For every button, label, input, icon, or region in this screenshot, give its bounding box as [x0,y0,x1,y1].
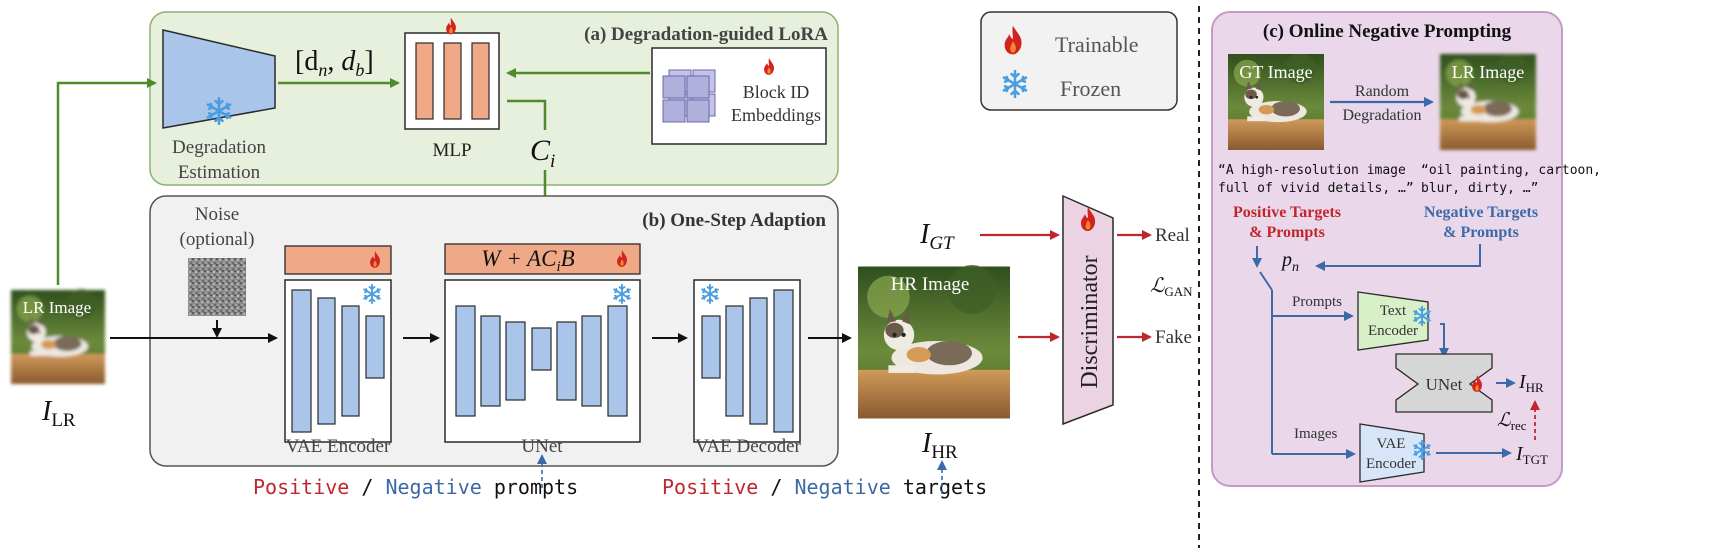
legend-frozen: Frozen [1060,76,1121,101]
targets-caption: Positive / Negative targets [662,475,987,499]
prompts-caption: Positive / Negative prompts [253,475,578,499]
block-id-label-1: Block ID [743,82,810,102]
pn-label: pn [1280,249,1299,275]
adapt-title: (b) One-Step Adaption [642,210,826,231]
pos-quote-1: “A high-resolution image [1218,163,1406,178]
lora-panel: (a) Degradation-guided LoRA Degradation … [149,11,839,186]
ihr-label: IHR [921,428,958,463]
neg-quote-2: blur, dirty, …” [1421,181,1538,196]
degradation-label: Degradation [1342,107,1421,124]
lgan-label: ℒGAN [1150,275,1193,299]
deg-est-label-1: Degradation [172,137,266,158]
vae-decoder-block: VAE Decoder [693,279,802,457]
legend: Trainable Frozen [980,11,1178,111]
arrow-mlp-ci [507,99,547,130]
mlp-block: MLP [404,17,500,161]
prompts-label: Prompts [1292,294,1342,310]
text-encoder-label-2: Encoder [1368,323,1418,339]
onp-vae-encoder-block: VAE Encoder [1359,423,1431,483]
legend-trainable: Trainable [1055,32,1139,57]
onp-lr-image-label: LR Image [1452,62,1524,82]
arrow-text-to-unet [1439,323,1449,358]
discriminator-block: Discriminator [1062,194,1114,426]
deg-est-label-2: Estimation [178,162,261,183]
discriminator-label: Discriminator [1077,255,1103,388]
mlp-label: MLP [432,140,471,161]
arrow-lr-to-deg [56,78,157,285]
switch-lever [1259,271,1273,291]
vae-encoder-block: VAE Encoder [284,245,392,457]
text-encoder-block: Text Encoder [1357,291,1431,351]
fake-label: Fake [1155,327,1192,348]
unet-block: W + ACiB UNet [444,243,641,457]
block-id-embeddings: Block ID Embeddings [651,47,827,145]
noise-label-2: (optional) [180,229,255,250]
block-id-label-2: Embeddings [731,105,821,125]
neg-quote-1: “oil painting, cartoon, [1421,163,1601,178]
arrow-neg-to-switch [1315,244,1481,271]
onp-title: (c) Online Negative Prompting [1263,21,1512,42]
pos-targets-1: Positive Targets [1233,204,1341,221]
real-label: Real [1155,225,1190,246]
itgt-label: ITGT [1515,443,1548,467]
dn-db-label: [dn, db] [295,46,374,80]
text-encoder-label-1: Text [1380,303,1407,319]
lora-formula: W + ACiB [481,246,574,275]
onp-unet-label: UNet [1426,375,1463,394]
hr-image-output: HR Image IHR [858,265,1010,463]
lr-image-input: LR Image ILR [11,289,105,431]
neg-targets-2: & Prompts [1443,224,1519,241]
pos-quote-2: full of vivid details, …” [1218,181,1414,196]
vae-encoder-label: VAE Encoder [286,436,391,457]
lora-title: (a) Degradation-guided LoRA [584,24,828,45]
onp-vae-label-1: VAE [1377,436,1406,452]
igt-label: IGT [919,219,955,254]
ilr-label: ILR [41,396,76,431]
pos-targets-2: & Prompts [1249,224,1325,241]
gt-image-label: GT Image [1239,62,1312,82]
random-label: Random [1355,83,1410,100]
hr-image-label: HR Image [891,274,970,295]
onp-unet-block: UNet [1395,353,1493,413]
onp-ihr-label: IHR [1518,371,1544,395]
ci-label: Ci [530,134,555,172]
onp-panel: (c) Online Negative Prompting GT Image L… [1211,11,1601,487]
onp-vae-label-2: Encoder [1366,456,1416,472]
unet-label: UNet [521,436,563,457]
vae-decoder-label: VAE Decoder [695,436,801,457]
noise-image [188,258,246,316]
noise-label-1: Noise [195,204,239,225]
lr-image-label: LR Image [23,298,91,317]
degradation-estimator: Degradation Estimation [162,29,276,183]
neg-targets-1: Negative Targets [1424,204,1538,221]
adapt-panel: (b) One-Step Adaption Noise (optional) V… [149,195,839,467]
lrec-label: ℒrec [1497,410,1527,433]
images-label: Images [1294,426,1337,442]
